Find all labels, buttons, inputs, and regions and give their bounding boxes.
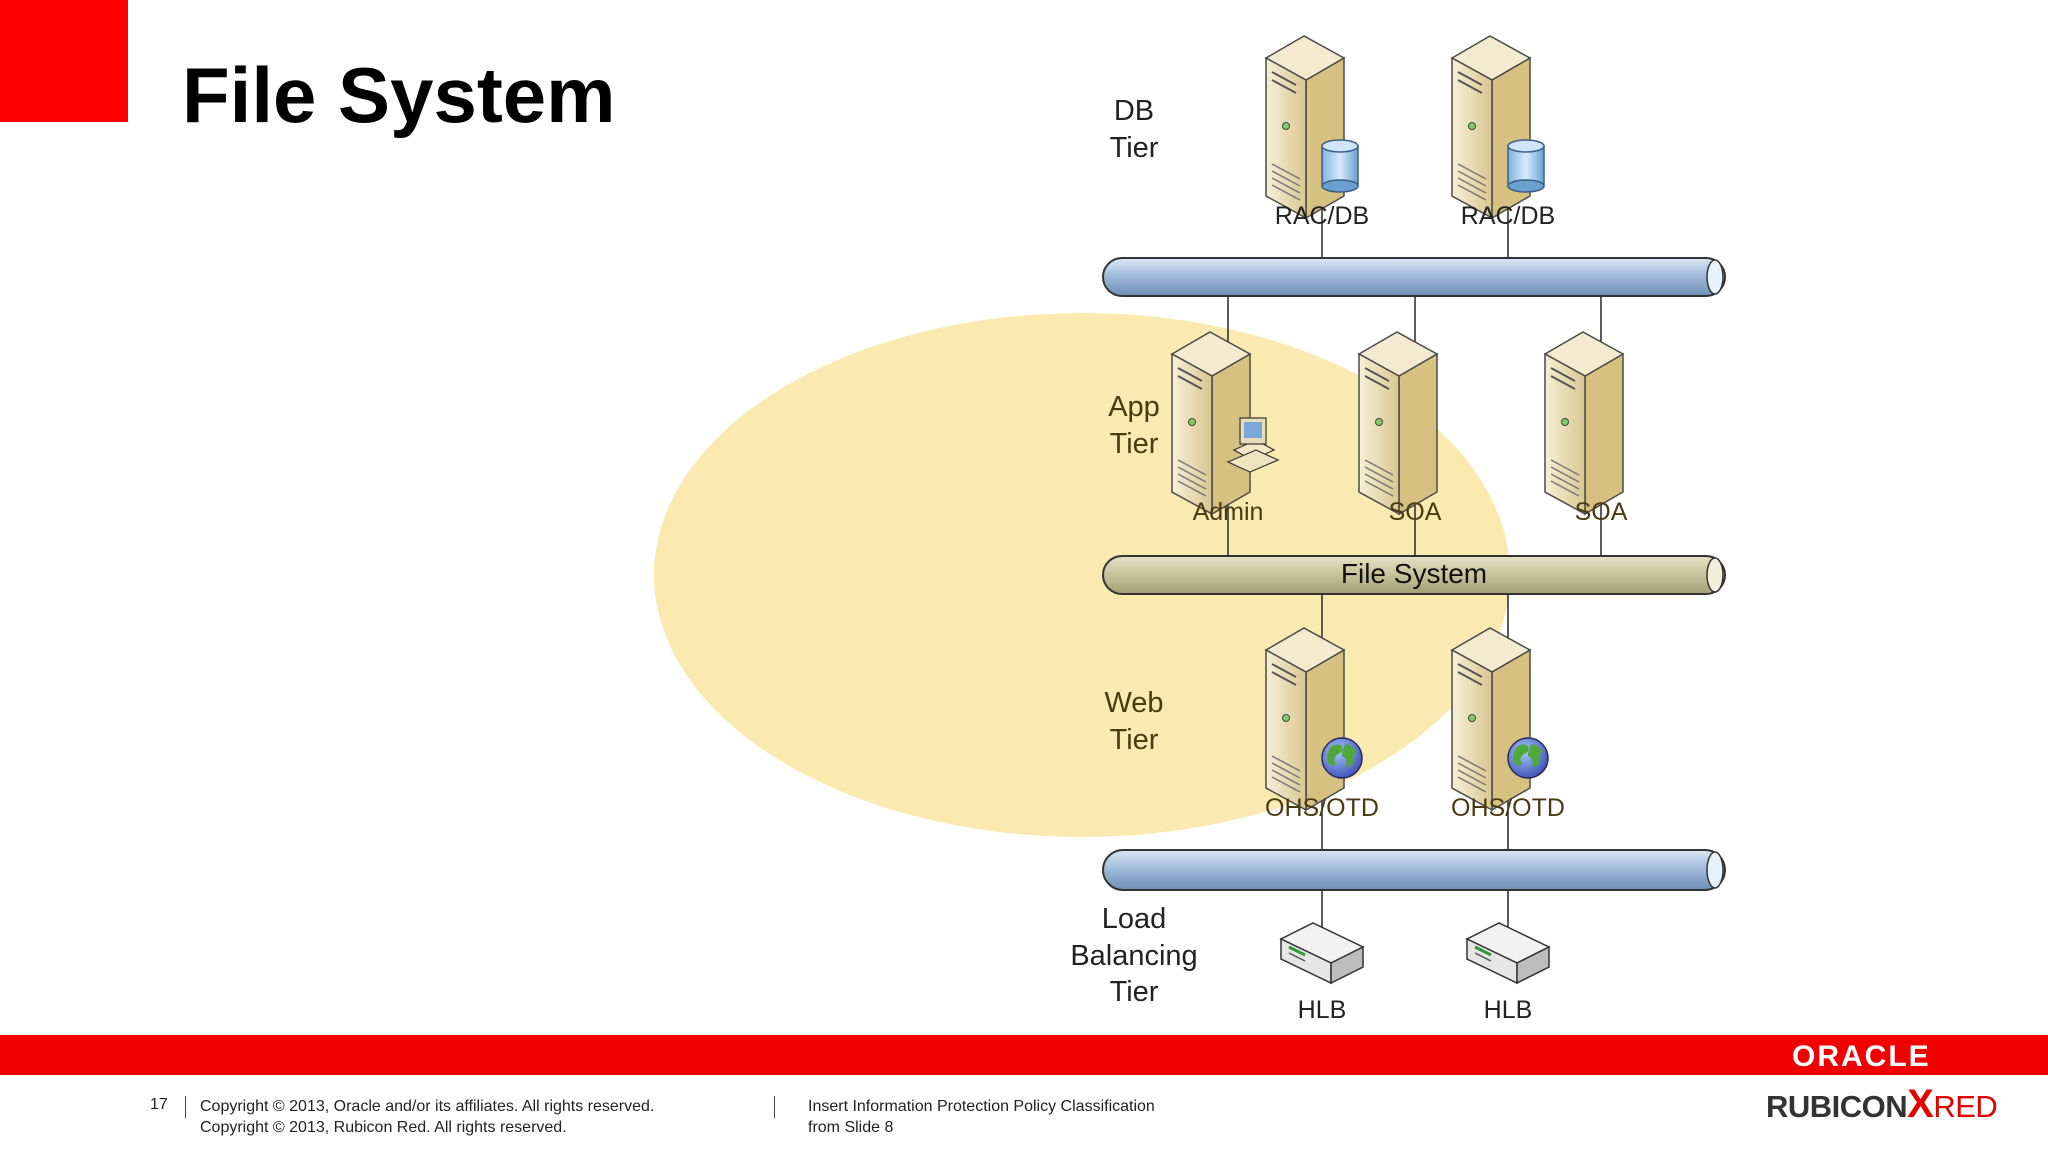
- app-tier-label-line2: Tier: [1110, 428, 1159, 460]
- db-network-bus: [1102, 257, 1726, 297]
- copyright-line-2: Copyright © 2013, Rubicon Red. All right…: [200, 1119, 567, 1136]
- copyright-notice: Copyright © 2013, Oracle and/or its affi…: [200, 1096, 654, 1138]
- db-server-1-label: RAC/DB: [1275, 202, 1369, 230]
- file-system-bus: [1102, 555, 1726, 595]
- app-server-admin-label: Admin: [1193, 498, 1264, 526]
- rubicon-logo-x: X: [1907, 1082, 1934, 1126]
- db-server-1: [1265, 35, 1359, 219]
- web-server-2-label: OHS/OTD: [1451, 794, 1565, 822]
- footer: [0, 1075, 2048, 1152]
- db-tier-label-line2: Tier: [1110, 132, 1159, 164]
- hlb-device-1: [1279, 921, 1365, 985]
- db-tier-label-line1: DB: [1114, 95, 1154, 127]
- architecture-diagram: File System DB Tier App Tier Web: [654, 35, 1726, 1024]
- db-server-2: [1451, 35, 1545, 219]
- page-title: File System: [182, 51, 616, 139]
- lb-tier-label-line1: Load: [1102, 903, 1167, 935]
- hlb-2-label: HLB: [1484, 996, 1533, 1024]
- db-server-2-label: RAC/DB: [1461, 202, 1555, 230]
- app-server-soa-1: [1358, 331, 1438, 515]
- rubicon-red-logo: RUBICONXRED: [1766, 1082, 1998, 1127]
- rubicon-logo-part1: RUBICON: [1766, 1089, 1908, 1124]
- oracle-logo: ORACLE: [1792, 1040, 1931, 1073]
- lb-tier-label-line3: Tier: [1110, 976, 1159, 1008]
- classification-line-1: Insert Information Protection Policy Cla…: [808, 1098, 1155, 1115]
- app-server-soa-2: [1544, 331, 1624, 515]
- footer-separator-2: [774, 1096, 775, 1118]
- app-tier-label-line1: App: [1108, 391, 1160, 423]
- rubicon-logo-part3: RED: [1933, 1089, 1998, 1124]
- footer-separator-1: [185, 1096, 186, 1118]
- web-server-1-label: OHS/OTD: [1265, 794, 1379, 822]
- classification-notice: Insert Information Protection Policy Cla…: [808, 1096, 1155, 1138]
- hlb-1-label: HLB: [1298, 996, 1347, 1024]
- slide-number: 17: [150, 1096, 168, 1113]
- web-server-2: [1451, 627, 1549, 811]
- app-server-soa-1-label: SOA: [1389, 498, 1442, 526]
- footer-red-bar: [0, 1035, 2048, 1075]
- web-tier-label-line2: Tier: [1110, 724, 1159, 756]
- app-server-admin: [1171, 331, 1280, 515]
- file-system-bus-label: File System: [1341, 558, 1487, 589]
- app-server-soa-2-label: SOA: [1575, 498, 1628, 526]
- web-tier-label-line1: Web: [1104, 687, 1163, 719]
- copyright-line-1: Copyright © 2013, Oracle and/or its affi…: [200, 1098, 655, 1115]
- web-network-bus: [1102, 849, 1726, 891]
- lb-tier-label-line2: Balancing: [1070, 940, 1197, 972]
- red-corner-block: [0, 0, 128, 122]
- classification-line-2: from Slide 8: [808, 1119, 894, 1136]
- hlb-device-2: [1465, 921, 1551, 985]
